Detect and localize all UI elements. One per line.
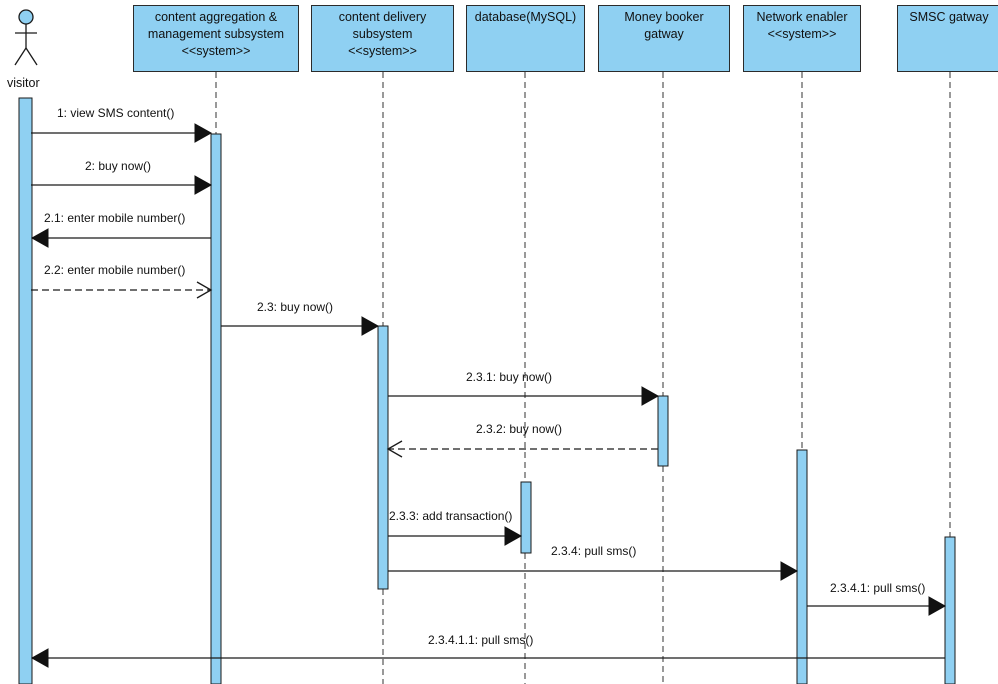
activation-bar-ne: [796, 449, 808, 684]
message-label: 2.2: enter mobile number(): [44, 263, 186, 277]
message-arrowhead-filled: [194, 175, 213, 195]
message-arrowhead-filled: [641, 386, 660, 406]
message-label: 2.3.4.1.1: pull sms(): [428, 633, 534, 647]
message-label: 2.3: buy now(): [257, 300, 334, 314]
lifeline-box-db: database(MySQL): [466, 5, 585, 72]
lifeline-box-smsc: SMSC gatway: [897, 5, 998, 72]
activation-bar-visitor: [18, 97, 33, 684]
activation-bar-cds: [377, 325, 389, 590]
lifeline-box-ne: Network enabler <<system>>: [743, 5, 861, 72]
message-label: 2.3.4.1: pull sms(): [830, 581, 926, 595]
message-label: 2: buy now(): [85, 159, 152, 173]
message-arrowhead-filled: [780, 561, 799, 581]
lifeline-box-mb: Money booker gatway: [598, 5, 730, 72]
message-label: 2.1: enter mobile number(): [44, 211, 186, 225]
actor-head: [18, 9, 34, 25]
lifeline-label-line: <<system>>: [767, 27, 837, 41]
message-label: 2.3.3: add transaction(): [389, 509, 513, 523]
message-label: 2.3.1: buy now(): [466, 370, 553, 384]
message-arrowhead-filled: [928, 596, 947, 616]
lifeline-label-line: management subsystem: [147, 27, 285, 41]
lifeline-label-line: Network enabler: [756, 10, 848, 24]
actor-leg-left: [14, 47, 27, 66]
message-label: 2.3.2: buy now(): [476, 422, 563, 436]
lifeline-label-line: SMSC gatway: [909, 10, 989, 24]
lifeline-label-line: <<system>>: [348, 44, 417, 58]
lifeline-label-line: database(MySQL): [474, 10, 577, 24]
activation-bar-smsc: [944, 536, 956, 684]
actor-label-visitor: visitor: [7, 76, 40, 90]
lifeline-label-line: <<system>>: [181, 44, 251, 58]
message-arrowhead-filled: [194, 123, 213, 143]
message-arrowhead-filled: [30, 228, 49, 248]
lifeline-label-line: Money booker: [624, 10, 704, 24]
lifeline-label-line: subsystem: [352, 27, 413, 41]
message-arrowhead-filled: [504, 526, 523, 546]
lifeline-label-line: content delivery: [338, 10, 427, 24]
activation-bar-db: [520, 481, 532, 554]
message-arrowhead-filled: [361, 316, 380, 336]
lifeline-box-cds: content delivery subsystem <<system>>: [311, 5, 454, 72]
lifeline-label-line: content aggregation &: [154, 10, 278, 24]
activation-bar-cams: [210, 133, 222, 684]
message-arrowhead-open: [386, 440, 403, 458]
activation-bar-mb: [657, 395, 669, 467]
message-label: 1: view SMS content(): [57, 106, 175, 120]
message-arrowhead-filled: [30, 648, 49, 668]
message-arrowhead-open: [196, 281, 213, 299]
lifeline-box-cams: content aggregation & management subsyst…: [133, 5, 299, 72]
actor-leg-right: [25, 47, 38, 66]
lifeline-label-line: gatway: [644, 27, 684, 41]
message-label: 2.3.4: pull sms(): [551, 544, 637, 558]
